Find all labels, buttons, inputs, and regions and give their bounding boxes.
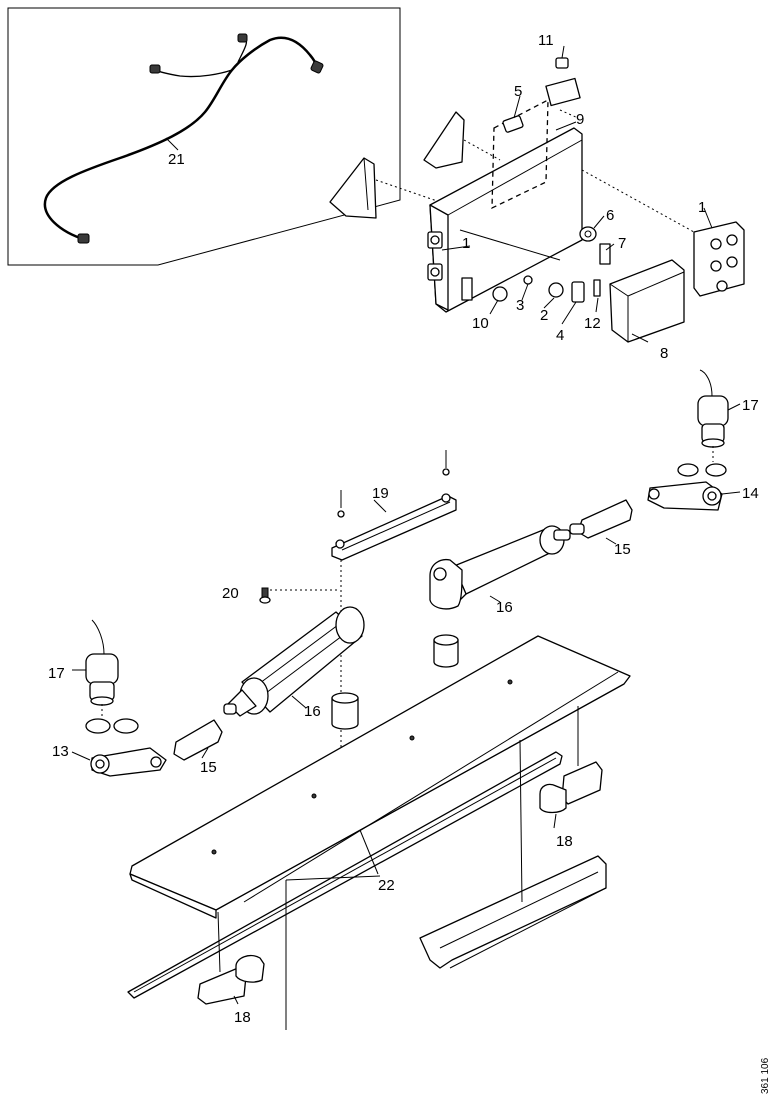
callout-3: 3	[516, 297, 524, 314]
left-motor-assembly	[71, 619, 223, 777]
callout-12: 12	[584, 315, 601, 332]
callout-15-upper: 15	[614, 541, 631, 558]
end-piece-18-right	[539, 761, 603, 829]
callout-labels: 21 11 5 9 1 6 1 7 3 2 10 12 4 8 17 14 19…	[48, 32, 771, 1094]
actuator-upper	[429, 499, 633, 610]
figure-id: 361 106	[760, 1057, 771, 1094]
callout-7: 7	[618, 235, 626, 252]
actuator-lower	[223, 589, 365, 717]
callout-16-lower: 16	[304, 703, 321, 720]
callout-18-right: 18	[556, 833, 573, 850]
callout-19: 19	[372, 485, 389, 502]
callout-20: 20	[222, 585, 239, 602]
screw-20	[259, 587, 271, 604]
spacers	[331, 634, 459, 730]
callout-22: 22	[378, 877, 395, 894]
callout-21: 21	[168, 151, 185, 168]
callout-2: 2	[540, 307, 548, 324]
right-motor-assembly	[647, 369, 741, 511]
callout-10: 10	[472, 315, 489, 332]
end-piece-18-left	[197, 954, 265, 1005]
callout-15-lower: 15	[200, 759, 217, 776]
callout-14: 14	[742, 485, 759, 502]
callout-6: 6	[606, 207, 614, 224]
callout-13: 13	[52, 743, 69, 760]
callout-11: 11	[538, 32, 554, 49]
callout-1-chassis: 1	[462, 235, 470, 252]
callout-8: 8	[660, 345, 668, 362]
base-plate-assembly	[127, 635, 631, 1030]
callout-4: 4	[556, 327, 564, 344]
harness-inset	[7, 7, 401, 266]
guide-rail-19	[331, 450, 457, 812]
callout-1-terminal: 1	[698, 199, 706, 216]
callout-16-upper: 16	[496, 599, 513, 616]
callout-18-left: 18	[234, 1009, 251, 1026]
callout-5: 5	[514, 83, 522, 100]
control-box-assembly	[329, 45, 745, 343]
callout-17-left: 17	[48, 665, 65, 682]
callout-17-right: 17	[742, 397, 759, 414]
callout-9: 9	[576, 111, 584, 128]
